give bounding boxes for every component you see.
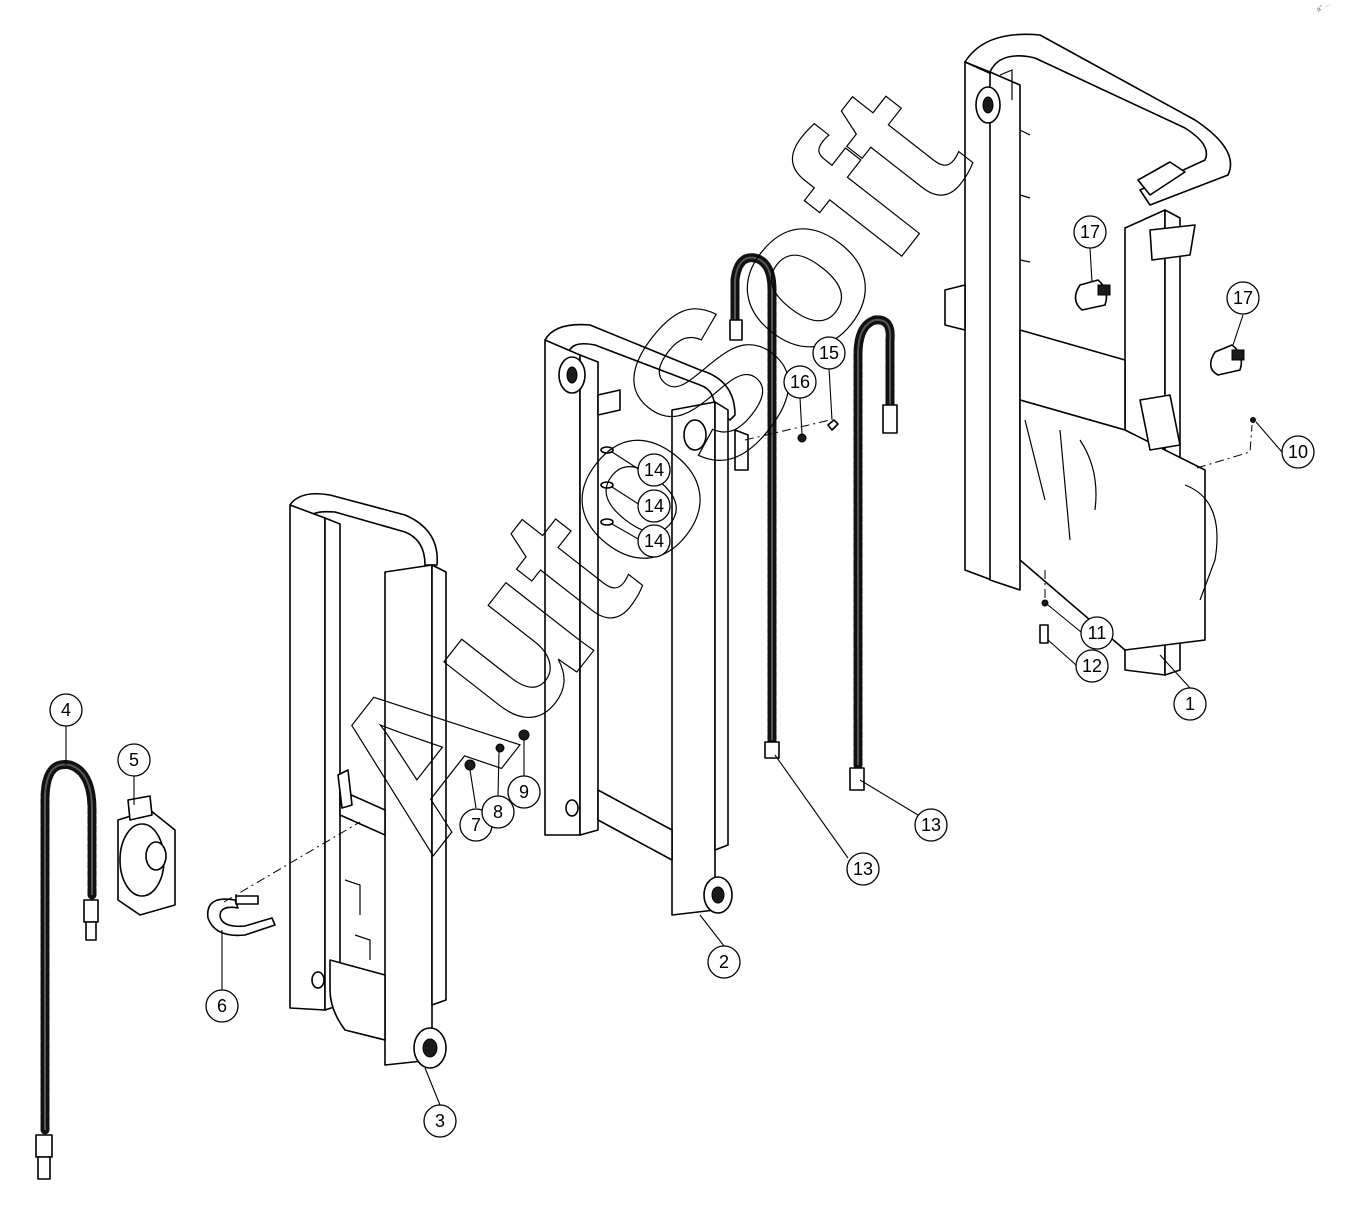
corner-mark-text: a° ... <box>1315 0 1332 14</box>
callout-9: 9 <box>507 775 541 809</box>
callout-label: 4 <box>61 700 71 720</box>
callout-13-b: 13 <box>914 808 948 842</box>
callout-12: 12 <box>1075 649 1109 683</box>
callout-5: 5 <box>117 743 151 777</box>
callout-label: 7 <box>471 815 481 835</box>
chain-anchor-part-17-b <box>1209 344 1245 376</box>
chain-part-13-a <box>729 253 780 759</box>
callout-label: 14 <box>644 531 664 551</box>
callout-8: 8 <box>481 795 515 829</box>
small-hardware <box>464 417 1256 771</box>
callout-2: 2 <box>707 945 741 979</box>
callout-label: 11 <box>1088 623 1107 643</box>
callout-label: 9 <box>519 782 529 802</box>
callout-11: 11 <box>1080 616 1114 650</box>
callout-label: 14 <box>644 460 664 480</box>
callout-10: 10 <box>1281 435 1315 469</box>
callout-label: 17 <box>1233 288 1253 308</box>
callout-label: 3 <box>435 1111 445 1131</box>
callout-label: 16 <box>790 372 810 392</box>
callout-14-b: 14 <box>637 489 671 523</box>
intermediate-mast-part-2 <box>544 323 749 916</box>
callout-label: 6 <box>217 996 227 1016</box>
callout-17-a: 17 <box>1073 215 1107 249</box>
anchor-part-6 <box>206 895 276 937</box>
outer-mast-part-1 <box>944 33 1232 676</box>
callout-17-b: 17 <box>1226 281 1260 315</box>
leader-lines <box>65 247 1283 1106</box>
callout-1: 1 <box>1173 687 1207 721</box>
callout-6: 6 <box>205 989 239 1023</box>
callout-label: 12 <box>1082 656 1102 676</box>
callout-label: 14 <box>644 496 664 516</box>
chain-anchor-part-17-a <box>1074 279 1111 311</box>
callout-label: 5 <box>129 750 139 770</box>
callout-3: 3 <box>423 1104 457 1138</box>
callout-label: 10 <box>1288 442 1308 462</box>
callout-16: 16 <box>783 365 817 399</box>
callout-15: 15 <box>812 336 846 370</box>
callout-label: 8 <box>493 802 503 822</box>
inner-mast-part-3 <box>289 492 447 1069</box>
callout-14-c: 14 <box>637 524 671 558</box>
callout-label: 15 <box>819 343 839 363</box>
chain-part-13-b <box>849 315 898 791</box>
callout-14-a: 14 <box>637 453 671 487</box>
sheave-block-part-5 <box>117 795 176 916</box>
callout-label: 13 <box>921 815 941 835</box>
callout-label: 13 <box>853 859 873 879</box>
chain-part-4 <box>35 759 99 1180</box>
callout-4: 4 <box>49 693 83 727</box>
callout-label: 17 <box>1080 222 1100 242</box>
callout-13-a: 13 <box>846 852 880 886</box>
callout-label: 2 <box>719 952 729 972</box>
callout-label: 1 <box>1185 694 1195 714</box>
